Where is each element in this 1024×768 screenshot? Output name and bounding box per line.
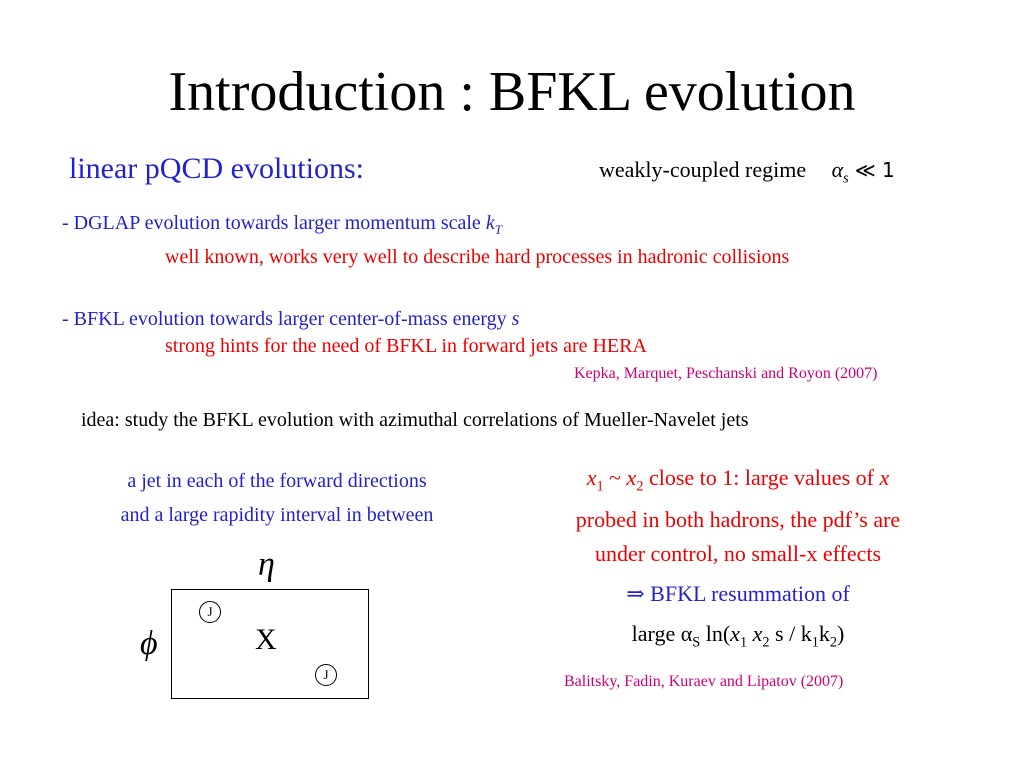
- much-less-than-one: ≪ 1: [854, 158, 895, 182]
- jet-marker-backward: J: [315, 664, 337, 686]
- dglap-line: - DGLAP evolution towards larger momentu…: [62, 212, 502, 237]
- kt-variable: kT: [485, 212, 502, 237]
- implies-arrow-icon: ⇒: [626, 581, 645, 606]
- idea-line: idea: study the BFKL evolution with azim…: [81, 409, 749, 431]
- section-heading: linear pQCD evolutions:: [69, 152, 364, 185]
- bfkl-line: - BFKL evolution towards larger center-o…: [62, 308, 520, 330]
- dglap-note: well known, works very well to describe …: [165, 246, 790, 268]
- x-description: x1 ~ x2 close to 1: large values of x pr…: [508, 461, 968, 571]
- jet-description: a jet in each of the forward directions …: [72, 464, 482, 532]
- jet-marker-forward: J: [199, 601, 221, 623]
- alpha-s-symbol: αs: [831, 157, 849, 187]
- large-log-expression: large αS ln(x1 x2 s / k1k2): [631, 621, 845, 651]
- phi-axis-label: ϕ: [140, 625, 158, 662]
- regime-label: weakly-coupled regime: [599, 157, 807, 182]
- rapidity-azimuth-box: [171, 589, 369, 699]
- central-x-label: X: [255, 623, 277, 656]
- bfkl-resummation: ⇒ BFKL resummation of: [626, 581, 850, 606]
- x-description-line3: under control, no small-x effects: [594, 541, 882, 567]
- slide-title: Introduction : BFKL evolution: [168, 61, 856, 123]
- x-description-line2: probed in both hadrons, the pdf’s are: [575, 507, 901, 533]
- regime-note: weakly-coupled regime αs≪ 1: [599, 155, 895, 193]
- citation-kepka: Kepka, Marquet, Peschanski and Royon (20…: [574, 365, 878, 382]
- bfkl-note: strong hints for the need of BFKL in for…: [165, 335, 647, 357]
- s-variable: s: [511, 308, 520, 330]
- jet-description-line1: a jet in each of the forward directions: [127, 470, 427, 492]
- x-description-line1: x1 ~ x2 close to 1: large values of x: [586, 465, 890, 495]
- jet-description-line2: and a large rapidity interval in between: [120, 504, 434, 526]
- citation-balitsky: Balitsky, Fadin, Kuraev and Lipatov (200…: [564, 673, 844, 690]
- eta-axis-label: η: [258, 546, 275, 583]
